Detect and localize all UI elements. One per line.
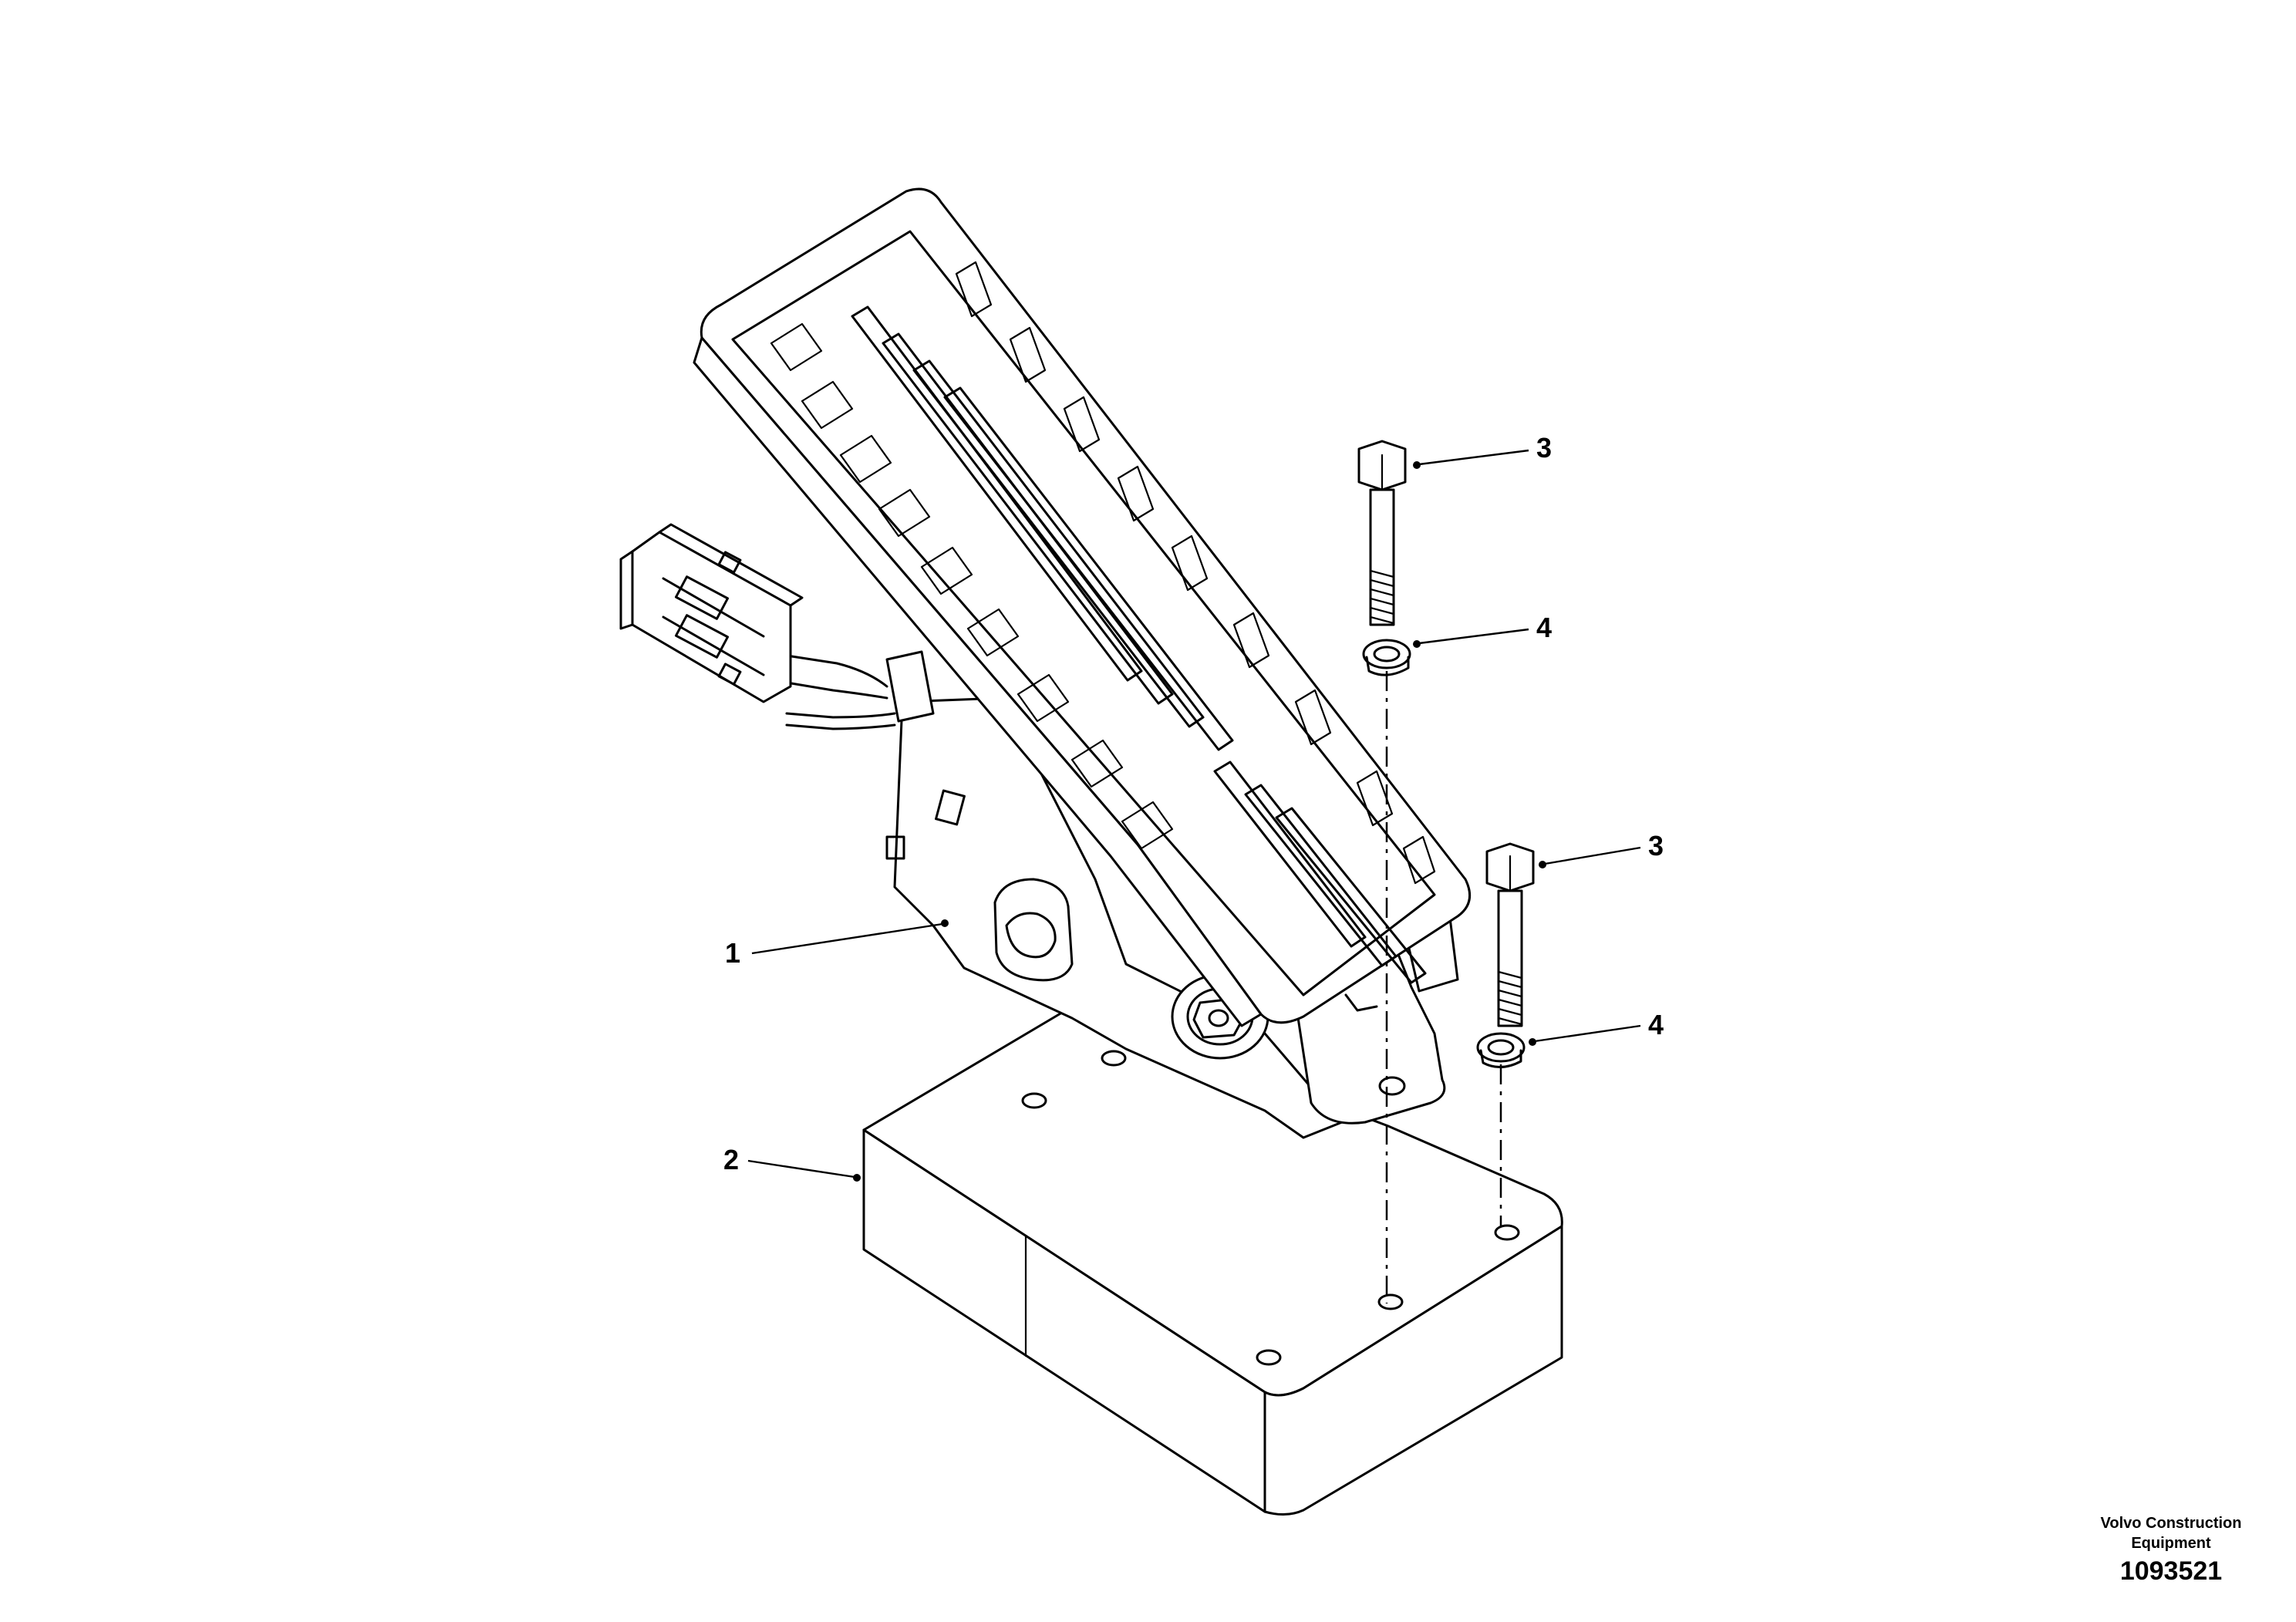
callout-label: 4	[1536, 612, 1552, 643]
brand-line-1: Volvo Construction	[2100, 1515, 2242, 1532]
callout-label: 3	[1648, 830, 1664, 862]
callout-label: 3	[1536, 432, 1552, 464]
callout-3-lower: 3	[1539, 830, 1664, 868]
callout-4-lower: 4	[1529, 1009, 1664, 1046]
brand-line-2: Equipment	[2131, 1535, 2211, 1552]
callout-label: 2	[723, 1144, 739, 1175]
brand-label: Volvo Construction Equipment	[2075, 1513, 2267, 1553]
callout-1: 1	[725, 919, 949, 969]
screw-upper-part	[1357, 440, 1407, 626]
callout-label: 1	[725, 937, 740, 969]
callout-2: 2	[723, 1144, 861, 1182]
document-number: 1093521	[2119, 1556, 2223, 1586]
pedal-part	[619, 187, 1472, 1139]
washer-upper-part	[1362, 639, 1411, 676]
screw-lower-part	[1485, 842, 1535, 1027]
washer-lower-part	[1476, 1032, 1526, 1068]
callout-3-upper: 3	[1413, 432, 1552, 469]
bracket-part	[862, 1004, 1563, 1516]
callout-4-upper: 4	[1413, 612, 1552, 648]
callout-label: 4	[1648, 1009, 1664, 1040]
